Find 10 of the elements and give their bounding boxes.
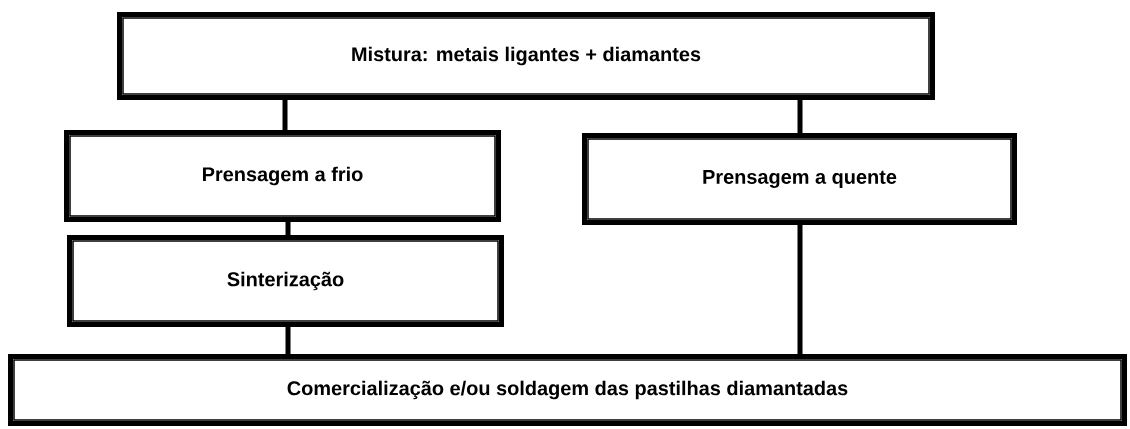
connector-line	[285, 324, 291, 357]
process-box: Mistura: metais ligantes + diamantes	[117, 12, 935, 100]
process-box: Comercialização e/ou soldagem das pastilhas diamantadas	[8, 354, 1127, 426]
process-box: Prensagem a frio	[64, 130, 501, 222]
process-box: Prensagem a quente	[582, 133, 1017, 225]
connector-line	[285, 219, 291, 238]
process-box: Sinterização	[67, 235, 504, 327]
connector-line	[282, 97, 288, 133]
connector-line	[797, 222, 803, 357]
connector-line	[797, 97, 803, 136]
